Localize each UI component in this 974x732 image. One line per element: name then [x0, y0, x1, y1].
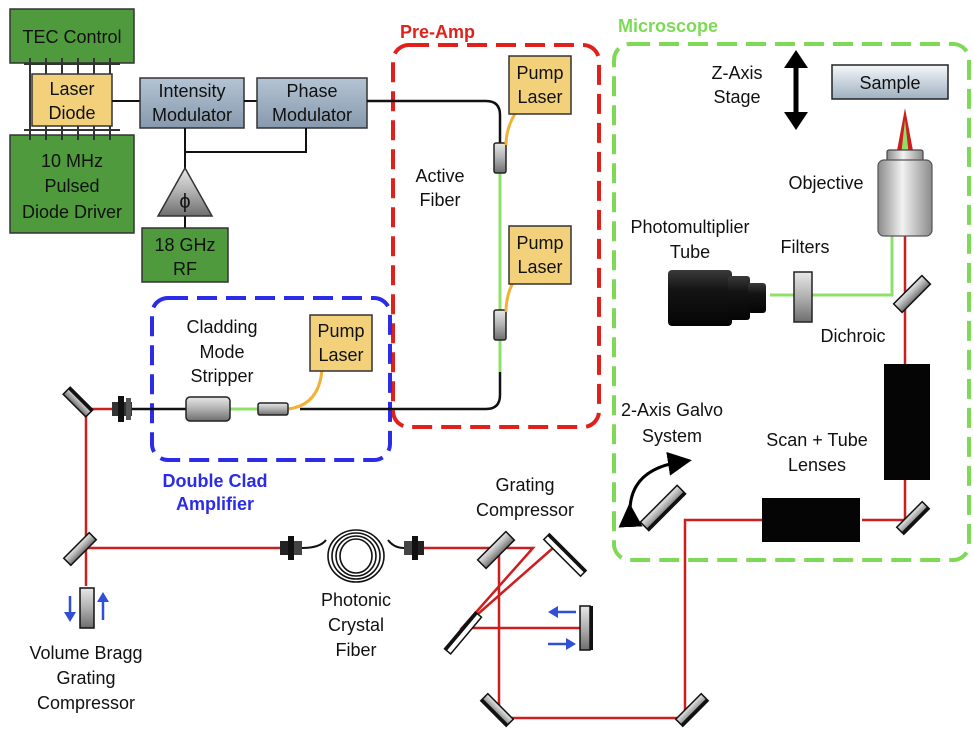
pre-amp-coupler-1	[493, 142, 507, 174]
microscope-title: Microscope	[618, 16, 718, 36]
laser-diode-label-1: Laser	[49, 79, 94, 99]
pump-laser-2-box	[508, 225, 572, 285]
pulsed-driver-label-3: Diode Driver	[22, 202, 122, 222]
pump-laser-3-box	[309, 314, 373, 372]
galvo-rotation-arrow	[618, 451, 692, 528]
scan-tube-label-2: Lenses	[788, 455, 846, 475]
objective-label: Objective	[788, 173, 863, 193]
phase-modulator-label-1: Phase	[286, 81, 337, 101]
double-clad-title-1: Double Clad	[162, 471, 267, 491]
tube-lens-block	[884, 364, 930, 480]
pulsed-driver-label-2: Pulsed	[44, 176, 99, 196]
photonic-crystal-fiber	[280, 529, 424, 583]
rf-source-label-1: 18 GHz	[154, 235, 215, 255]
intensity-modulator-label-2: Modulator	[152, 105, 232, 125]
pump-fiber-1	[504, 111, 518, 146]
pulsed-driver-box	[9, 134, 135, 234]
grating-compressor-label-1: Grating	[495, 475, 554, 495]
vbg-arrows	[64, 592, 109, 622]
scan-lens-block	[762, 498, 860, 542]
double-clad-title-2: Amplifier	[176, 494, 254, 514]
pcf-label-1: Photonic	[321, 590, 391, 610]
pulsed-driver-label-1: 10 MHz	[41, 151, 103, 171]
grating-compressor-label-2: Compressor	[476, 500, 574, 520]
grating-arrows	[548, 606, 576, 650]
photomultiplier-tube	[668, 270, 766, 326]
output-collimator	[112, 396, 132, 422]
pcf-label-2: Crystal	[328, 615, 384, 635]
pre-amp-coupler-2	[493, 309, 507, 341]
phase-modulator-box	[256, 77, 368, 129]
pump-fiber-3	[287, 367, 324, 411]
active-fiber-label-1: Active	[415, 166, 464, 186]
z-axis-label-1: Z-Axis	[712, 63, 763, 83]
galvo-label-1: 2-Axis Galvo	[621, 400, 723, 420]
pump-laser-2-label-1: Pump	[516, 233, 563, 253]
tec-control-label: TEC Control	[22, 27, 121, 47]
sample-slide	[831, 64, 949, 100]
z-axis-arrow	[784, 50, 808, 130]
active-fiber-label-2: Fiber	[419, 190, 460, 210]
z-axis-label-2: Stage	[713, 87, 760, 107]
focused-beam-core	[901, 120, 909, 156]
galvo-label-2: System	[642, 426, 702, 446]
cladding-mode-stripper-label-1: Cladding	[186, 317, 257, 337]
pump-laser-1-label-2: Laser	[517, 87, 562, 107]
phase-shifter-symbol: ϕ	[179, 191, 190, 213]
tec-control-box	[9, 8, 135, 64]
dca-coupler	[257, 402, 289, 416]
vbg-label-1: Volume Bragg	[29, 643, 142, 663]
sample-label: Sample	[859, 73, 920, 93]
emission-filter	[793, 271, 813, 323]
pump-laser-3-label-2: Laser	[318, 345, 363, 365]
rf-source-box	[141, 227, 229, 283]
grating-compressor-optics	[443, 530, 593, 656]
pmt-label-2: Tube	[670, 242, 710, 262]
intensity-modulator-box	[139, 77, 245, 129]
pmt-label-1: Photomultiplier	[630, 217, 749, 237]
pump-laser-1-box	[508, 55, 572, 115]
pump-laser-3-label-1: Pump	[317, 321, 364, 341]
dichroic-label: Dichroic	[820, 326, 885, 346]
double-clad-region	[150, 296, 392, 462]
pump-laser-1-label-1: Pump	[516, 63, 563, 83]
rf-source-label-2: RF	[173, 259, 197, 279]
cladding-mode-stripper	[185, 396, 231, 422]
filters-label: Filters	[781, 237, 830, 257]
pcf-label-3: Fiber	[335, 640, 376, 660]
phase-modulator-label-2: Modulator	[272, 105, 352, 125]
vbg-label-2: Grating	[56, 668, 115, 688]
vbg-label-3: Compressor	[37, 693, 135, 713]
objective-lens	[877, 149, 933, 237]
rf-drive-lines	[184, 128, 307, 172]
pre-amp-title: Pre-Amp	[400, 22, 475, 42]
cladding-mode-stripper-label-3: Stripper	[190, 366, 253, 386]
microscope-region	[612, 42, 971, 562]
laser-diode-label-2: Diode	[48, 103, 95, 123]
cladding-mode-stripper-label-2: Mode	[199, 342, 244, 362]
pump-laser-2-label-2: Laser	[517, 257, 562, 277]
intensity-modulator-label-1: Intensity	[158, 81, 225, 101]
scan-tube-label-1: Scan + Tube	[766, 430, 868, 450]
pre-amp-region	[391, 43, 601, 429]
vbg-element	[79, 587, 95, 629]
